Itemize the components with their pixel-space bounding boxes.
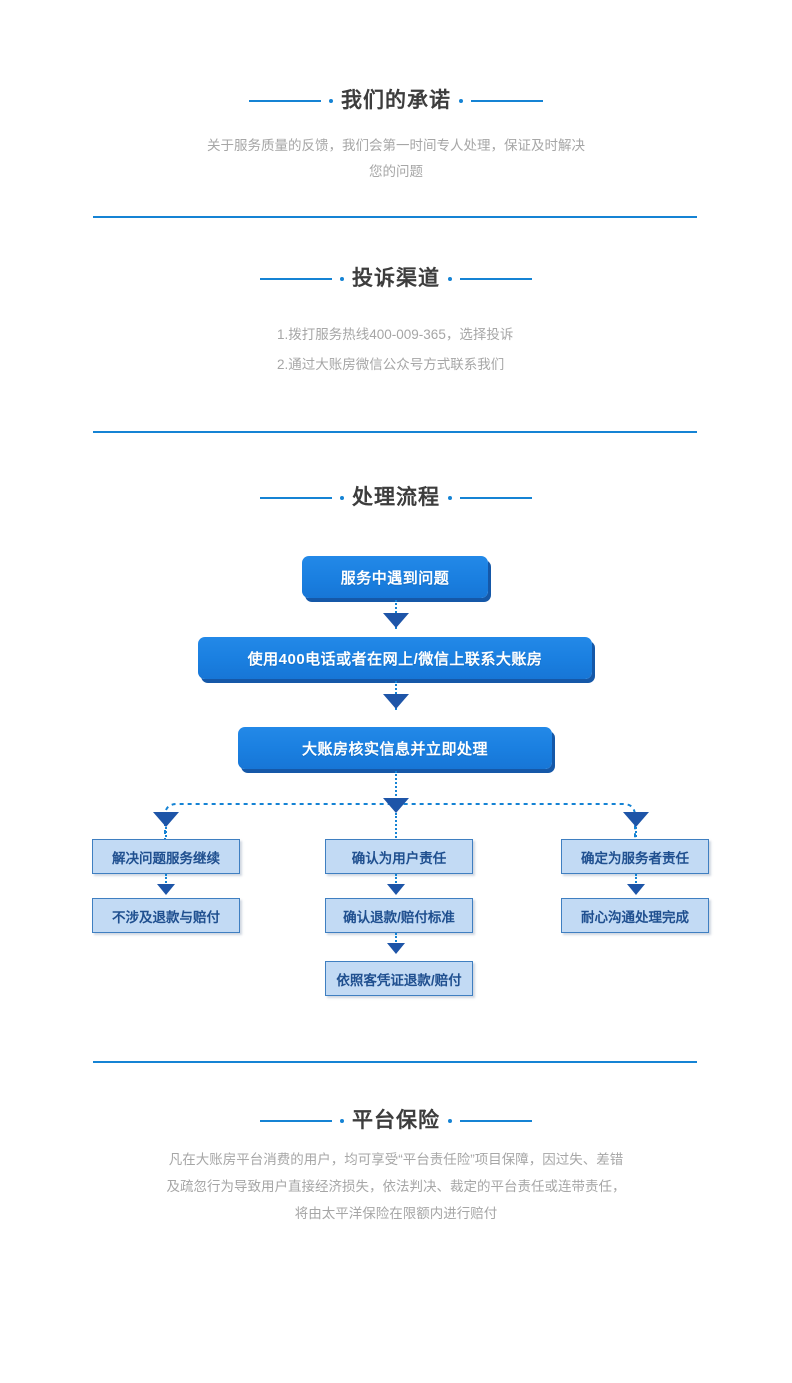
connector-bus-left [165,827,167,841]
arrow-branch-center [383,798,409,813]
heading-dot-left [340,276,344,281]
arrow-step1-step2 [383,613,409,628]
insurance-heading: 平台保险 [0,1110,792,1131]
commitment-body: 关于服务质量的反馈，我们会第一时间专人处理，保证及时解决您的问题 [207,138,585,179]
flow-step-3[interactable]: 大账房核实信息并立即处理 [238,727,552,769]
connector-center-2-3 [395,933,397,945]
heading-rule-right [460,1119,532,1122]
branch-right-box-1[interactable]: 确定为服务者责任 [561,839,709,874]
arrow-center-1-2 [387,884,405,895]
heading-dot-right [459,98,463,103]
arrow-step2-step3 [383,694,409,709]
heading-dot-left [329,98,333,103]
connector-bus-right [635,827,637,841]
heading-rule-right [460,496,532,499]
connector-bus-center [395,813,397,841]
arrow-branch-right [623,812,649,827]
heading-rule-right [471,99,543,102]
commitment-title: 我们的承诺 [341,89,451,112]
heading-rule-left [260,1119,332,1122]
connector-center-1-2 [395,874,397,886]
connector-left-1-2 [165,874,167,886]
heading-dot-right [448,1118,452,1123]
channel-title: 投诉渠道 [352,267,440,290]
heading-dot-left [340,1118,344,1123]
channel-lines: 1.拨打服务热线400-009-365，选择投诉 2.通过大账房微信公众号方式联… [277,320,607,380]
branch-right-box-2[interactable]: 耐心沟通处理完成 [561,898,709,933]
connector-step2-step3 [395,681,397,710]
heading-dot-right [448,276,452,281]
channel-line-2: 2.通过大账房微信公众号方式联系我们 [277,357,505,372]
divider-2 [93,431,697,433]
heading-rule-left [249,99,321,102]
divider-3 [93,1061,697,1063]
heading-rule-left [260,277,332,280]
heading-dot-right [448,495,452,500]
insurance-title: 平台保险 [352,1109,440,1132]
channel-line-1: 1.拨打服务热线400-009-365，选择投诉 [277,327,514,342]
heading-dot-left [340,495,344,500]
connector-right-1-2 [635,874,637,886]
arrow-left-1-2 [157,884,175,895]
arrow-right-1-2 [627,884,645,895]
connector-step3-bus [395,771,397,803]
branch-bus-connector [164,803,636,842]
branch-center-box-1[interactable]: 确认为用户责任 [325,839,473,874]
branch-left-box-1[interactable]: 解决问题服务继续 [92,839,240,874]
commitment-heading: 我们的承诺 [0,90,792,111]
branch-center-box-3[interactable]: 依照客凭证退款/赔付 [325,961,473,996]
flow-step-1[interactable]: 服务中遇到问题 [302,556,488,598]
heading-rule-left [260,496,332,499]
heading-rule-right [460,277,532,280]
connector-step1-step2 [395,600,397,629]
arrow-branch-left [153,812,179,827]
insurance-body: 凡在大账房平台消费的用户，均可享受“平台责任险”项目保障，因过失、差错及疏忽行为… [166,1152,626,1221]
flow-step-2[interactable]: 使用400电话或者在网上/微信上联系大账房 [198,637,592,679]
branch-center-box-2[interactable]: 确认退款/赔付标准 [325,898,473,933]
process-title: 处理流程 [352,486,440,509]
channel-heading: 投诉渠道 [0,268,792,289]
divider-1 [93,216,697,218]
arrow-center-2-3 [387,943,405,954]
process-heading: 处理流程 [0,487,792,508]
branch-left-box-2[interactable]: 不涉及退款与赔付 [92,898,240,933]
